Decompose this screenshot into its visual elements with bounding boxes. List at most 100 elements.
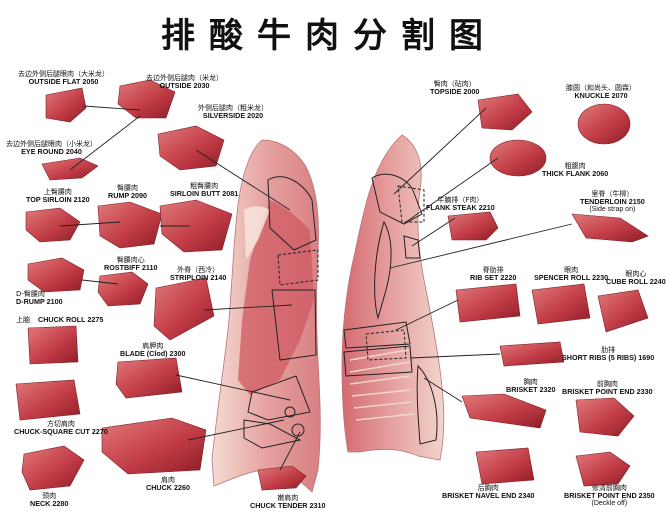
piece-blade <box>115 357 183 399</box>
label-en: BRISKET NAVEL END 2340 <box>442 491 535 501</box>
label-short-ribs: 肋排 SHORT RIBS (5 RIBS) 1690 <box>562 346 654 362</box>
label-zh: 颈肉 <box>42 492 57 500</box>
label-zh: 里脊（牛柳） <box>591 190 634 198</box>
label-knuckle: 膝圆（和尚头、圆霖） KNUCKLE 2070 <box>566 84 636 100</box>
piece-topside <box>477 93 533 131</box>
leader-lines <box>59 105 573 471</box>
label-zh: 胸肉 <box>523 378 538 386</box>
label-en: BRISKET 2320 <box>506 385 556 395</box>
label-blade: 肩胛肉 BLADE (Clod) 2300 <box>120 342 186 358</box>
label-zh: 去边外侧后腿肉（米龙） <box>146 74 223 82</box>
label-zh: D-臀腰肉 <box>16 290 45 298</box>
piece-striploin <box>153 277 215 341</box>
piece-outside <box>117 79 176 119</box>
label-en: CHUCK ROLL 2275 <box>38 315 104 324</box>
label-striploin: 外脊（西冷） STRIPLOIN 2140 <box>170 266 226 282</box>
label-en: OUTSIDE FLAT 2050 <box>28 77 99 87</box>
label-zh: 后胸肉 <box>477 484 499 492</box>
label-en: TOPSIDE 2000 <box>430 87 480 97</box>
label-en: CUBE ROLL 2240 <box>606 277 666 287</box>
label-zh: 外侧后腿肉（粗米龙） <box>198 104 268 112</box>
left-carcass-outlines <box>243 176 319 449</box>
label-brisket-point-deckle: 修清前胸肉 BRISKET POINT END 2350 (Deckle off… <box>564 484 655 508</box>
piece-flank-steak <box>447 211 499 241</box>
label-zh: 牛腩排（F肉） <box>437 196 484 204</box>
page-title: 排酸牛肉分割图 <box>161 16 497 56</box>
label-zh: 去边外侧后腿眼肉（大米龙） <box>18 70 109 78</box>
label-en: CHUCK 2260 <box>146 483 190 493</box>
piece-rostbiff <box>97 271 149 307</box>
label-zh: 脊肋排 <box>482 266 504 274</box>
label-topside: 臀肉（砧肉） TOPSIDE 2000 <box>430 80 479 96</box>
label-zh: 上臀腰肉 <box>43 188 72 196</box>
piece-top-sirloin <box>25 207 81 243</box>
label-zh: 嫩肩肉 <box>277 494 299 502</box>
label-cube-roll: 眼肉心 CUBE ROLL 2240 <box>606 270 666 286</box>
left-carcass-meat <box>238 200 314 395</box>
piece-rump <box>97 201 163 249</box>
piece-brisket <box>461 393 547 429</box>
label-zh: 眼肉 <box>564 266 579 274</box>
piece-neck <box>21 445 85 491</box>
piece-knuckle <box>577 103 631 145</box>
label-extra: (Side strap on) <box>589 206 636 214</box>
label-en: TENDERLOIN 2150 <box>580 197 645 207</box>
label-zh: 上脑 <box>16 316 30 324</box>
label-en: STRIPLOIN 2140 <box>170 273 227 283</box>
label-zh: 眼肉心 <box>625 270 647 278</box>
cut-pieces-right <box>447 93 649 487</box>
piece-chuck-tender <box>257 465 307 491</box>
label-chuck-roll: 上脑 CHUCK ROLL 2275 <box>16 315 104 324</box>
label-d-rump: D-臀腰肉 D-RUMP 2100 <box>16 290 63 306</box>
piece-brisket-navel-end <box>475 447 535 485</box>
label-en: THICK FLANK 2060 <box>542 169 609 179</box>
piece-thick-flank <box>489 139 547 177</box>
label-en: EYE ROUND 2040 <box>21 147 82 157</box>
piece-brisket-point-end <box>575 397 635 437</box>
piece-rib-set <box>455 283 521 323</box>
label-brisket-navel-end: 后胸肉 BRISKET NAVEL END 2340 <box>442 484 534 500</box>
label-extra: (Deckle off) <box>591 500 628 508</box>
label-en: D-RUMP 2100 <box>16 297 63 307</box>
label-en: KNUCKLE 2070 <box>574 91 628 101</box>
label-en: SILVERSIDE 2020 <box>202 111 264 121</box>
label-sirloin-butt: 粗臀腰肉 SIRLOIN BUTT 2081 <box>170 182 238 198</box>
label-zh: 肩胛肉 <box>142 342 164 350</box>
piece-short-ribs <box>499 341 565 367</box>
label-zh: 前胸肉 <box>596 380 618 388</box>
label-eye-round: 去边外侧后腿眼肉（小米龙） EYE ROUND 2040 <box>6 140 97 156</box>
label-chuck-square: 方切肩肉 CHUCK-SQUARE CUT 2270 <box>14 420 108 436</box>
piece-spencer-roll <box>531 283 591 325</box>
label-zh: 修清前胸肉 <box>591 484 627 492</box>
label-zh: 方切肩肉 <box>46 420 75 428</box>
label-en: BRISKET POINT END 2350 <box>564 491 655 501</box>
label-zh: 臀腰肉心 <box>116 256 145 264</box>
label-rib-set: 脊肋排 RIB SET 2220 <box>470 266 516 282</box>
label-zh: 肋排 <box>601 346 616 354</box>
label-en-inline: 上脑 CHUCK ROLL 2275 <box>16 315 104 324</box>
piece-brisket-point-deckle <box>575 451 631 487</box>
piece-chuck-square <box>15 379 81 421</box>
label-outside: 去边外侧后腿肉（米龙） OUTSIDE 2030 <box>146 74 223 90</box>
label-en: BRISKET POINT END 2330 <box>562 387 653 397</box>
label-brisket-point-end: 前胸肉 BRISKET POINT END 2330 <box>562 380 653 396</box>
label-rostbiff: 臀腰肉心 ROSTBIFF 2110 <box>104 256 158 272</box>
label-rump: 臀腰肉 RUMP 2090 <box>108 184 147 200</box>
label-en: SPENCER ROLL 2230 <box>534 273 609 283</box>
piece-d-rump <box>27 257 85 293</box>
label-en: TOP SIRLOIN 2120 <box>26 195 90 205</box>
piece-chuck <box>101 417 207 475</box>
label-chuck: 肩肉 CHUCK 2260 <box>146 476 190 492</box>
label-neck: 颈肉 NECK 2280 <box>30 492 68 508</box>
label-flank-steak: 牛腩排（F肉） FLANK STEAK 2210 <box>426 196 495 212</box>
right-carcass-ribs <box>349 349 415 421</box>
label-zh: 粗臀腰肉 <box>190 182 219 190</box>
label-zh: 肩肉 <box>160 476 175 484</box>
label-en: RIB SET 2220 <box>470 273 517 283</box>
piece-chuck-roll <box>27 325 79 365</box>
label-tenderloin: 里脊（牛柳） TENDERLOIN 2150 (Side strap on) <box>580 190 645 214</box>
label-zh: 粗腹肉 <box>564 162 586 170</box>
label-en: CHUCK TENDER 2310 <box>250 501 326 511</box>
label-en: RUMP 2090 <box>108 191 148 201</box>
